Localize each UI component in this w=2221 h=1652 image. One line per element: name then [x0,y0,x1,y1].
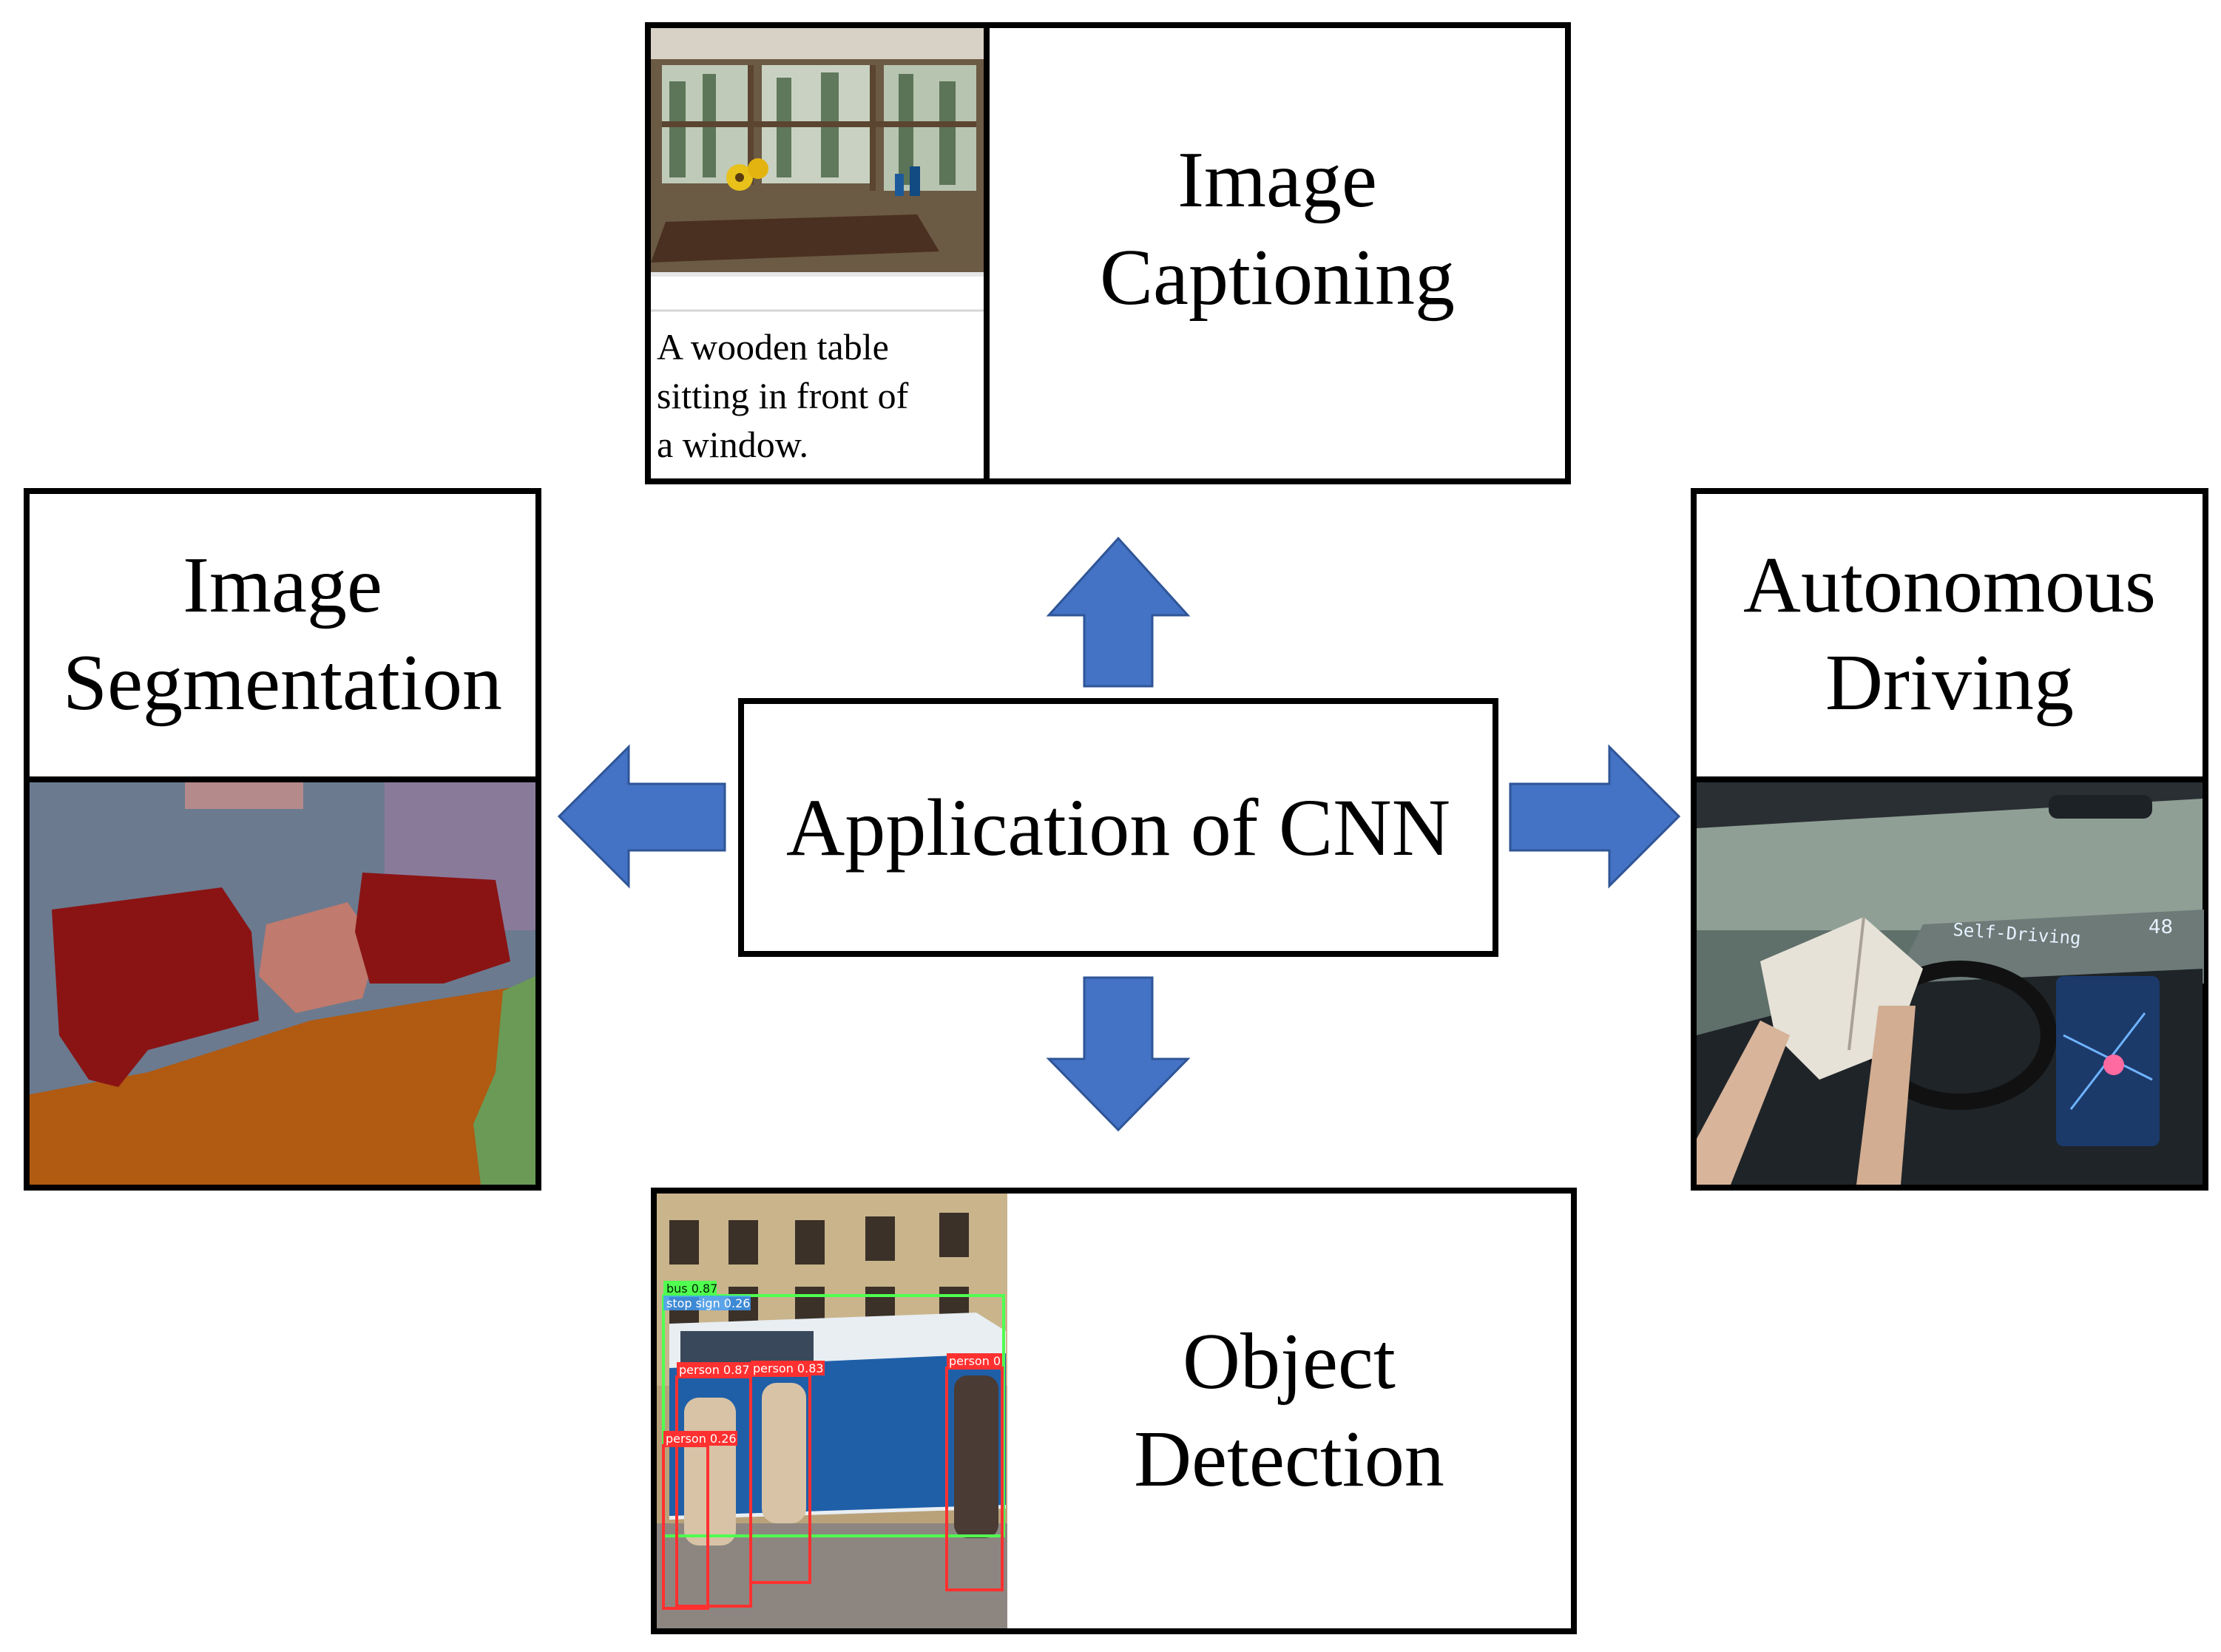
driving-divider [1691,776,2208,782]
image-captioning-title: Image Captioning [1100,136,1455,322]
caption-text: A wooden table sitting in front of a win… [657,326,909,465]
captioning-divider [984,22,990,484]
arrow-left-icon [557,744,726,889]
arrow-down-icon [1046,976,1191,1132]
arrow-up-icon [1046,536,1191,688]
object-detection-title: Object Detection [1134,1318,1444,1503]
center-label: Application of CNN [785,782,1451,873]
image-segmentation-title: Image Segmentation [63,541,502,727]
autonomous-driving-title: Autonomous Driving [1742,541,2157,727]
center-box [738,698,1498,957]
segmentation-divider [24,776,541,782]
arrow-right-icon [1509,744,1681,889]
